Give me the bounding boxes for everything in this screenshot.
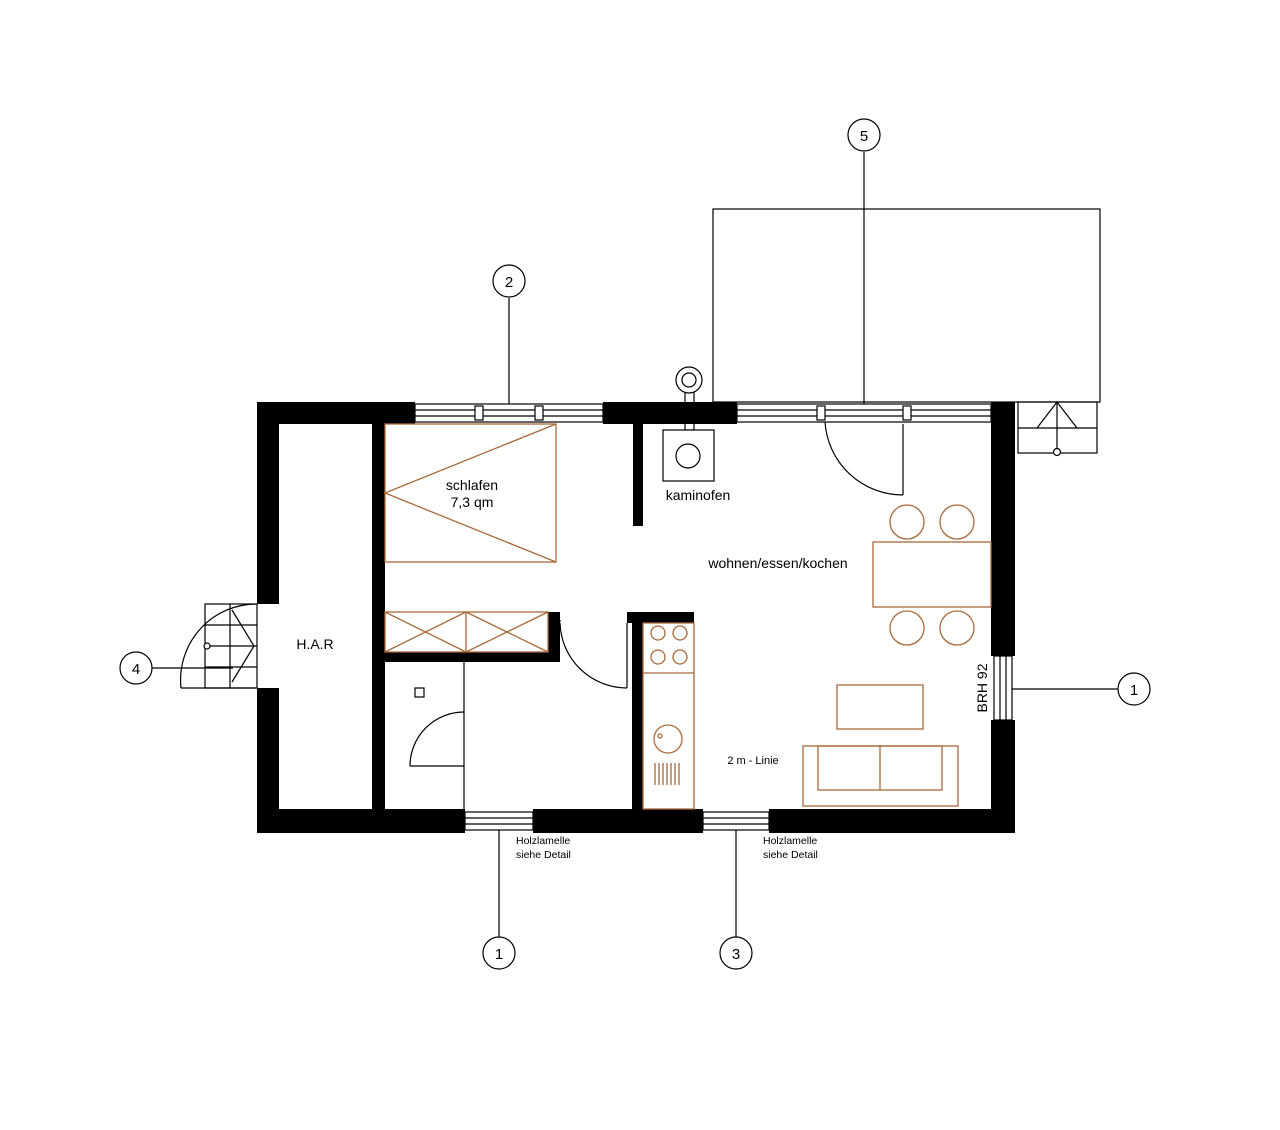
sofa <box>802 745 959 807</box>
window-top-left <box>414 403 604 423</box>
marker-1-bottom-label: 1 <box>495 946 503 963</box>
drainboard <box>654 763 680 785</box>
coffee-table <box>836 684 924 730</box>
floor-drain <box>414 687 425 698</box>
room-label-har: H.A.R <box>296 636 333 652</box>
marker-1-bottom: 1 <box>482 830 516 970</box>
note-holzlamelle-1-line1: Holzlamelle <box>516 835 570 847</box>
label-kaminofen: kaminofen <box>666 487 731 503</box>
interior-walls <box>372 424 694 809</box>
marker-2-label: 2 <box>505 274 513 291</box>
bed <box>383 423 557 563</box>
note-holzlamelle-1-line2: siehe Detail <box>516 849 571 861</box>
label-brh: BRH 92 <box>974 663 990 712</box>
marker-3-label: 3 <box>732 946 740 963</box>
marker-3: 3 <box>719 830 753 970</box>
entry-step <box>1017 401 1098 457</box>
door-bathroom <box>409 662 465 809</box>
window-top-right <box>736 403 992 423</box>
window-bottom-right <box>702 811 770 831</box>
dining-table <box>872 504 992 646</box>
marker-4: 4 <box>119 651 233 685</box>
room-label-wohnen: wohnen/essen/kochen <box>707 555 847 571</box>
terrace-outline <box>712 208 1101 403</box>
marker-5: 5 <box>847 118 881 404</box>
note-holzlamelle-2-line1: Holzlamelle <box>763 835 817 847</box>
room-label-schlafen: schlafen <box>446 477 498 493</box>
marker-1-right-label: 1 <box>1130 682 1138 699</box>
window-bottom-left <box>464 811 534 831</box>
note-holzlamelle-2-line2: siehe Detail <box>763 849 818 861</box>
window-right <box>993 655 1013 721</box>
marker-1-right: 1 <box>1012 672 1151 706</box>
exterior-walls <box>257 402 1015 833</box>
wardrobe <box>384 611 549 653</box>
label-2m-linie: 2 m - Linie <box>727 755 778 767</box>
door-entrance-main <box>824 421 904 496</box>
room-area-schlafen: 7,3 qm <box>451 494 494 510</box>
stove <box>662 366 715 482</box>
kitchen-counter <box>642 622 695 810</box>
marker-5-label: 5 <box>860 128 868 145</box>
door-hallway <box>559 620 628 689</box>
exterior-stair <box>179 603 258 689</box>
marker-2: 2 <box>492 264 526 404</box>
marker-4-label: 4 <box>132 661 140 678</box>
